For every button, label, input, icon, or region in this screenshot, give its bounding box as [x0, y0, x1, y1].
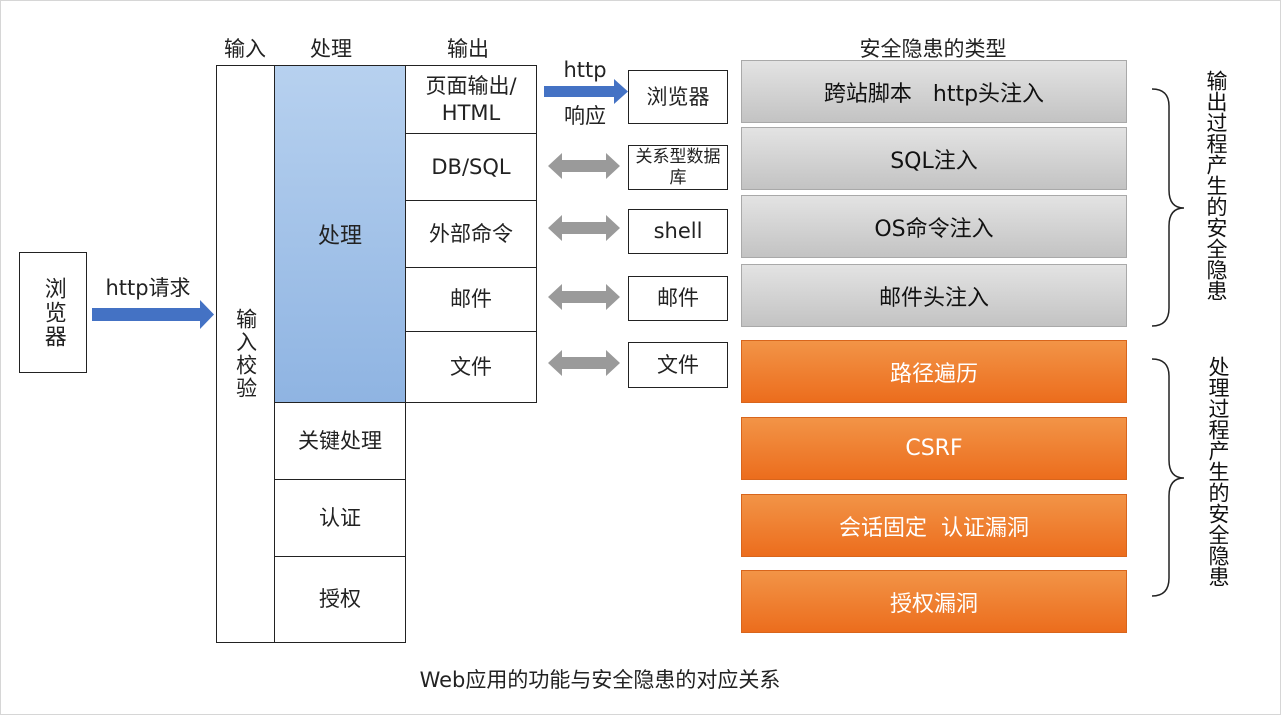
vuln-xss-header-injection: 跨站脚本 http头注入 — [741, 60, 1127, 123]
shell-double-arrow — [548, 215, 620, 241]
target-browser: 浏览器 — [628, 70, 728, 124]
output-external-command: 外部命令 — [405, 200, 537, 268]
header-input: 输入 — [224, 37, 266, 61]
output-mail: 邮件 — [405, 267, 537, 332]
vuln-session-fixation-auth: 会话固定 认证漏洞 — [741, 494, 1127, 557]
http-response-label-top: http — [563, 58, 607, 82]
input-check-label: 输入校验 — [233, 308, 258, 400]
browser-left-box: 浏览器 — [19, 252, 87, 373]
output-page-html-label: 页面输出/HTML — [425, 74, 517, 125]
vuln-path-traversal: 路径遍历 — [741, 340, 1127, 403]
side-label-output-vulns: 输出过程产生的安全隐患 — [1204, 70, 1228, 301]
response-arrow — [544, 79, 628, 104]
process-authorization: 授权 — [274, 556, 406, 643]
target-mail: 邮件 — [628, 276, 728, 321]
header-vuln-types: 安全隐患的类型 — [859, 37, 1007, 61]
vuln-csrf: CSRF — [741, 417, 1127, 480]
vuln-mail-header-injection: 邮件头注入 — [741, 264, 1127, 327]
target-relational-db: 关系型数据库 — [628, 145, 728, 190]
file-double-arrow — [548, 350, 620, 376]
output-file: 文件 — [405, 331, 537, 403]
request-arrow — [92, 300, 214, 329]
target-shell: shell — [628, 209, 728, 254]
target-relational-db-label: 关系型数据库 — [635, 147, 721, 188]
vuln-os-command-injection: OS命令注入 — [741, 195, 1127, 258]
output-db-sql: DB/SQL — [405, 133, 537, 201]
vuln-authorization: 授权漏洞 — [741, 570, 1127, 633]
output-page-html: 页面输出/HTML — [405, 65, 537, 134]
process-key-handling: 关键处理 — [274, 402, 406, 480]
side-label-process-vulns: 处理过程产生的安全隐患 — [1206, 356, 1230, 587]
target-file: 文件 — [628, 342, 728, 388]
process-vulns-brace — [1151, 358, 1185, 597]
diagram-caption: Web应用的功能与安全隐患的对应关系 — [419, 668, 781, 692]
process-authentication: 认证 — [274, 479, 406, 557]
header-process: 处理 — [310, 37, 352, 61]
db-double-arrow — [548, 153, 620, 179]
vuln-sql-injection: SQL注入 — [741, 127, 1127, 190]
output-vulns-brace — [1151, 88, 1185, 327]
header-output: 输出 — [447, 37, 489, 61]
http-request-label: http请求 — [105, 276, 191, 300]
mail-double-arrow — [548, 284, 620, 310]
http-response-label-bottom: 响应 — [564, 104, 606, 128]
